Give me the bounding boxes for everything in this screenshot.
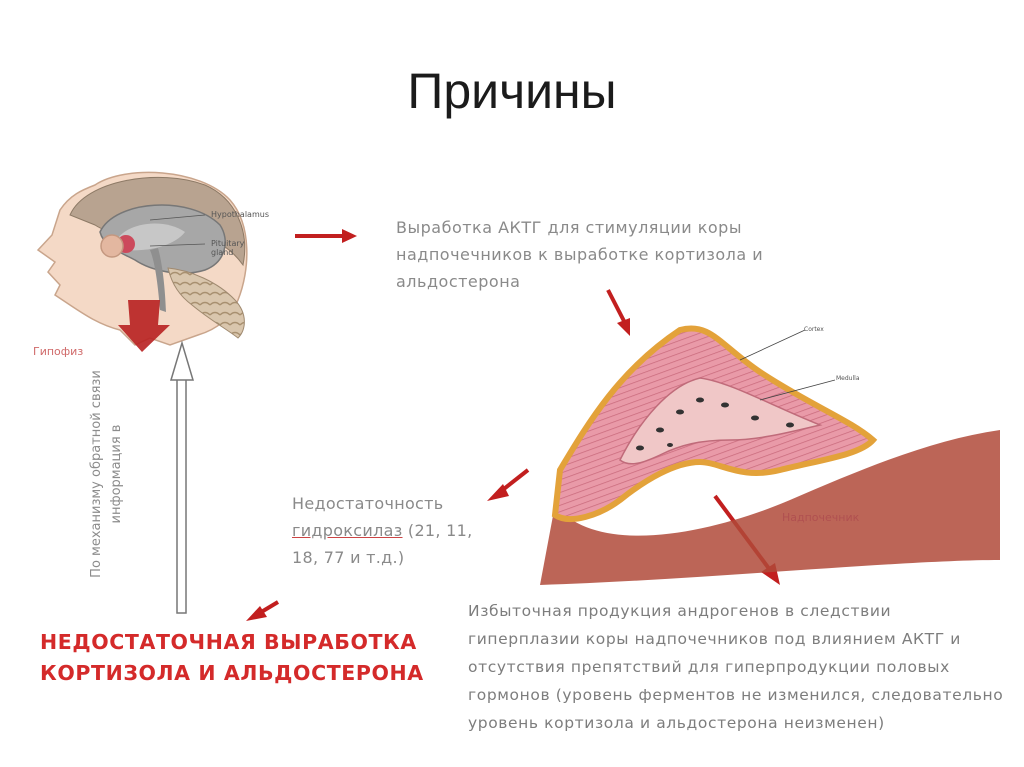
label-hypothalamus: Hypothalamus — [211, 210, 269, 219]
hydroxylase-rest: (21, 11, 18, 77 и т.д.) — [292, 521, 473, 567]
feedback-up-arrow — [169, 340, 195, 614]
ear-shape — [100, 234, 124, 258]
hydroxylase-line1: Недостаточность — [292, 494, 444, 513]
label-pituitary: Pituitary gland — [211, 239, 244, 257]
hydroxylase-text: Недостаточность гидроксилаз (21, 11, 18,… — [292, 490, 482, 571]
downward-arrow — [118, 300, 170, 352]
arrow-to-deficit — [246, 600, 280, 621]
arrow-to-hydroxylase — [487, 468, 530, 501]
adrenal-medulla-shape — [619, 377, 823, 465]
page-title: Причины — [407, 63, 617, 119]
arrow-to-acth-text — [295, 229, 357, 243]
braid-shape — [167, 267, 245, 339]
label-pituitary-line2: gland — [211, 248, 234, 257]
brainstem-shape — [150, 248, 166, 312]
label-medulla: Medulla — [836, 375, 860, 382]
hydroxylase-word: гидроксилаз — [292, 521, 403, 540]
label-pituitary-line1: Pituitary — [211, 239, 245, 248]
label-adrenal: Надпочечник — [782, 511, 860, 524]
label-hypophysis: Гипофиз — [33, 345, 84, 358]
head-illustration — [36, 171, 248, 346]
acth-text: Выработка АКТГ для стимуляции коры надпо… — [396, 218, 764, 291]
arrow-to-adrenal — [606, 289, 630, 336]
adrenal-illustration — [540, 325, 1000, 585]
excess-text: Избыточная продукция андрогенов в следст… — [468, 602, 1004, 732]
feedback-text: По механизму обратной связи информация в — [89, 370, 124, 578]
label-cortex: Cortex — [804, 326, 824, 333]
deficit-heading: НЕДОСТАТОЧНАЯ ВЫРАБОТКА КОРТИЗОЛА И АЛЬД… — [40, 630, 424, 685]
kidney-shape — [540, 430, 1000, 585]
